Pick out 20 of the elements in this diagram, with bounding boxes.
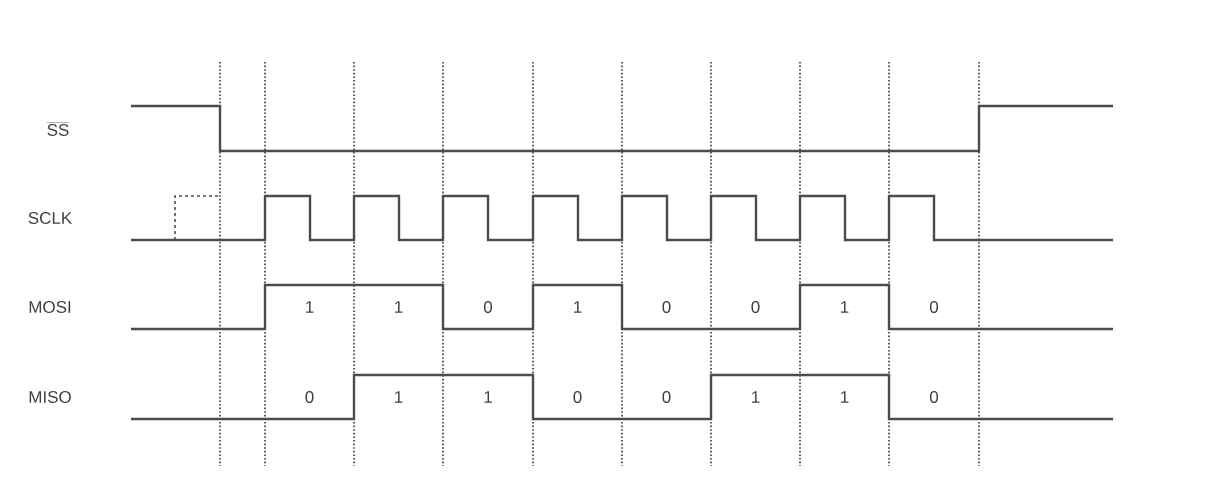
bit-value: 0: [305, 390, 314, 403]
bit-value: 0: [662, 300, 671, 313]
bit-value: 1: [395, 301, 403, 313]
bit-value: 1: [752, 391, 760, 403]
bit-value: 1: [484, 391, 492, 403]
bit-value: 0: [483, 300, 493, 313]
bit-value: 0: [751, 300, 760, 313]
signal-name: MISO: [29, 390, 71, 403]
bit-value: 0: [662, 390, 671, 403]
bit-value: 0: [929, 390, 939, 403]
bit-value: 1: [841, 301, 849, 313]
signal-name: MOSI: [29, 300, 71, 313]
signal-name: SS: [46, 122, 70, 136]
bit-value: 1: [306, 301, 314, 313]
bit-value: 1: [841, 391, 849, 403]
signal-name: SCLK: [28, 211, 72, 224]
bit-value: 1: [574, 301, 582, 313]
bit-value: 1: [395, 391, 403, 403]
bit-value: 0: [929, 300, 939, 313]
bit-value: 0: [573, 390, 582, 403]
